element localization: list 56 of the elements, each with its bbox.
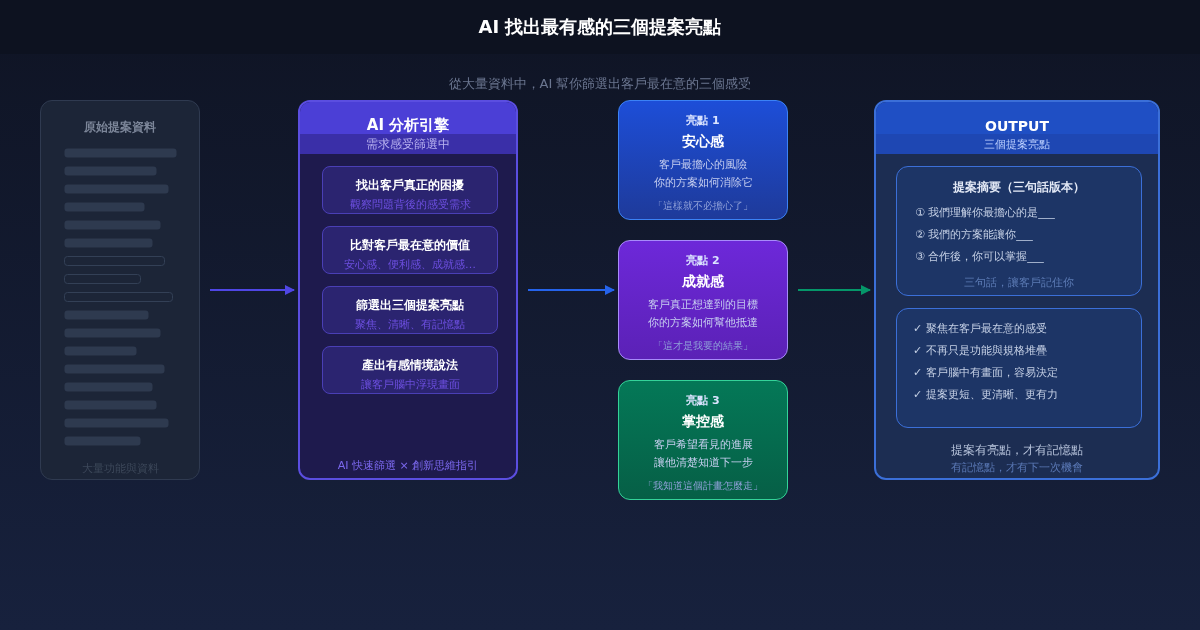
panel-heading: OUTPUT (984, 118, 1050, 134)
step-note: 觀察問題背後的感受需求 (348, 197, 472, 212)
step-card (322, 286, 498, 334)
card-heading: 提案摘要（三句話版本） (952, 179, 1086, 196)
panel-heading: AI 分析引擎 (365, 116, 451, 135)
step-card (322, 346, 498, 394)
highlight-card (618, 100, 788, 220)
output-panel (874, 100, 1160, 480)
panel-footer: AI 快速篩選 × 創新思維指引 (300, 458, 516, 473)
checklist-item: ✓ 不再只是功能與規格堆疊 (913, 343, 1047, 358)
highlight-card (618, 240, 788, 360)
checklist-item: ✓ 提案更短、更清晰、更有力 (913, 387, 1058, 402)
step-card (322, 166, 498, 214)
panel-footer: 提案有亮點，才有記憶點 (876, 442, 1158, 459)
card-quote: 「這樣就不必擔心了」 (652, 199, 754, 213)
card-heading: 掌控感 (681, 413, 725, 431)
arrow (797, 285, 871, 295)
panel-subheading: 三個提案亮點 (983, 137, 1051, 152)
step-note: 讓客戶腦中浮現畫面 (359, 377, 461, 392)
checklist-item: ✓ 聚焦在客戶最在意的感受 (913, 321, 1047, 336)
checklist-item: ✓ 客戶腦中有畫面，容易決定 (913, 365, 1058, 380)
card-quote: 「我知道這個計畫怎麼走」 (642, 479, 764, 493)
step-title: 篩選出三個提案亮點 (355, 297, 465, 314)
step-title: 找出客戶真正的困擾 (355, 177, 465, 194)
source-panel (40, 100, 200, 480)
card-quote: 「這才是我要的結果」 (652, 339, 754, 353)
step-note: 安心感、便利感、成就感… (343, 257, 477, 272)
panel-footer: 有記憶點，才有下一次機會 (876, 460, 1158, 475)
engine-panel (298, 100, 518, 480)
panel-heading: 原始提案資料 (83, 119, 157, 136)
card-label: 亮點 1 (685, 113, 721, 128)
diagram-title: AI 找出最有感的三個提案亮點 (477, 15, 723, 39)
step-title: 比對客戶最在意的價值 (349, 237, 471, 254)
step-note: 聚焦、清晰、有記憶點 (354, 317, 466, 332)
list-item: ③ 合作後，你可以掌握___ (915, 249, 1044, 264)
card-label: 亮點 2 (685, 253, 721, 268)
card-text: 客戶希望看見的進展 (652, 437, 754, 452)
card-heading: 成就感 (681, 273, 725, 291)
step-card (322, 226, 498, 274)
step-title: 產出有感情境說法 (361, 357, 459, 374)
arrow (527, 285, 615, 295)
panel-subheading: 需求感受篩選中 (365, 136, 451, 153)
summary-card (896, 166, 1142, 296)
list-item: ② 我們的方案能讓你___ (915, 227, 1033, 242)
card-label: 亮點 3 (685, 393, 721, 408)
card-text: 你的方案如何消除它 (652, 175, 754, 190)
highlight-card (618, 380, 788, 500)
subtitle: 從大量資料中，AI 幫你篩選出客戶最在意的三個感受 (447, 75, 753, 93)
card-text: 讓他清楚知道下一步 (652, 455, 754, 470)
card-heading: 安心感 (681, 133, 725, 151)
card-text: 你的方案如何幫他抵達 (647, 315, 759, 330)
checklist-card (896, 308, 1142, 428)
card-text: 客戶真正想達到的目標 (647, 297, 759, 312)
arrow (209, 285, 295, 295)
list-item: ① 我們理解你最擔心的是___ (915, 205, 1055, 220)
card-text: 客戶最擔心的風險 (658, 157, 748, 172)
